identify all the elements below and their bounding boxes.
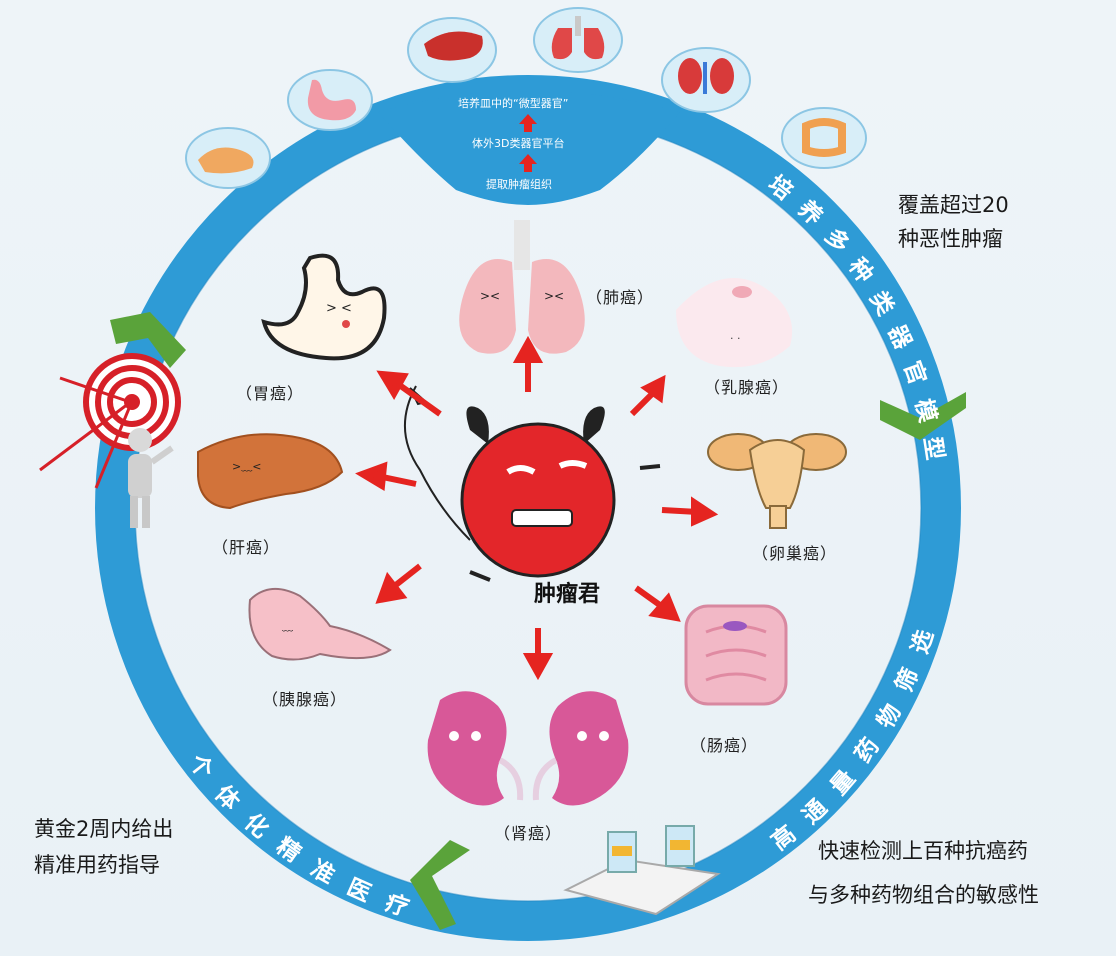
breast-illustration: · ·: [676, 278, 792, 367]
svg-text:><: ><: [544, 289, 564, 303]
person-figure: [128, 428, 172, 528]
petri-dish-intestine: [782, 108, 866, 168]
petri-dish-stomach: [288, 70, 372, 130]
ring-label-char: 型: [917, 432, 955, 463]
label-lung-cancer: （肺癌）: [586, 284, 654, 308]
petri-dish-pancreas: [186, 128, 270, 188]
svg-text:· ·: · ·: [730, 332, 741, 345]
screening-line-1: 快速检测上百种抗癌药: [818, 834, 1028, 868]
svg-text:> <: > <: [326, 301, 352, 316]
tumor-character: [405, 386, 660, 580]
svg-text:><: ><: [480, 289, 500, 303]
label-breast-cancer: （乳腺癌）: [704, 374, 789, 398]
stomach-illustration: > <: [264, 256, 385, 359]
label-intestine-cancer: （肠癌）: [690, 732, 758, 756]
ovary-illustration: [708, 434, 846, 528]
petri-dish-lungs: [534, 8, 622, 72]
label-ovary-cancer: （卵巢癌）: [752, 540, 837, 564]
label-stomach-cancer: （胃癌）: [236, 380, 304, 404]
label-kidney-cancer: （肾癌）: [494, 820, 562, 844]
label-liver-cancer: （肝癌）: [212, 534, 280, 558]
coverage-line-1: 覆盖超过20: [898, 188, 1009, 222]
screening-line-2: 与多种药物组合的敏感性: [808, 878, 1039, 912]
tumor-name: 肿瘤君: [534, 576, 600, 608]
label-pancreas-cancer: （胰腺癌）: [262, 686, 347, 710]
step-2-text: 体外3D类器官平台: [472, 135, 564, 151]
petri-dish-kidneys: [662, 48, 750, 112]
step-1-text: 培养皿中的“微型器官”: [458, 95, 568, 111]
svg-text:>﹏<: >﹏<: [232, 460, 261, 473]
coverage-line-2: 种恶性肿瘤: [898, 222, 1003, 256]
step-3-text: 提取肿瘤组织: [486, 176, 552, 192]
kidney-illustration: [428, 691, 629, 805]
svg-text:﹏: ﹏: [282, 620, 293, 633]
lung-illustration: >< ><: [459, 220, 585, 354]
intestine-illustration: [686, 606, 786, 704]
liver-illustration: >﹏<: [198, 434, 342, 508]
petri-dish-liver: [408, 18, 496, 82]
pancreas-illustration: ﹏: [249, 589, 390, 660]
guidance-line-2: 精准用药指导: [34, 848, 160, 882]
guidance-line-1: 黄金2周内给出: [34, 812, 173, 846]
